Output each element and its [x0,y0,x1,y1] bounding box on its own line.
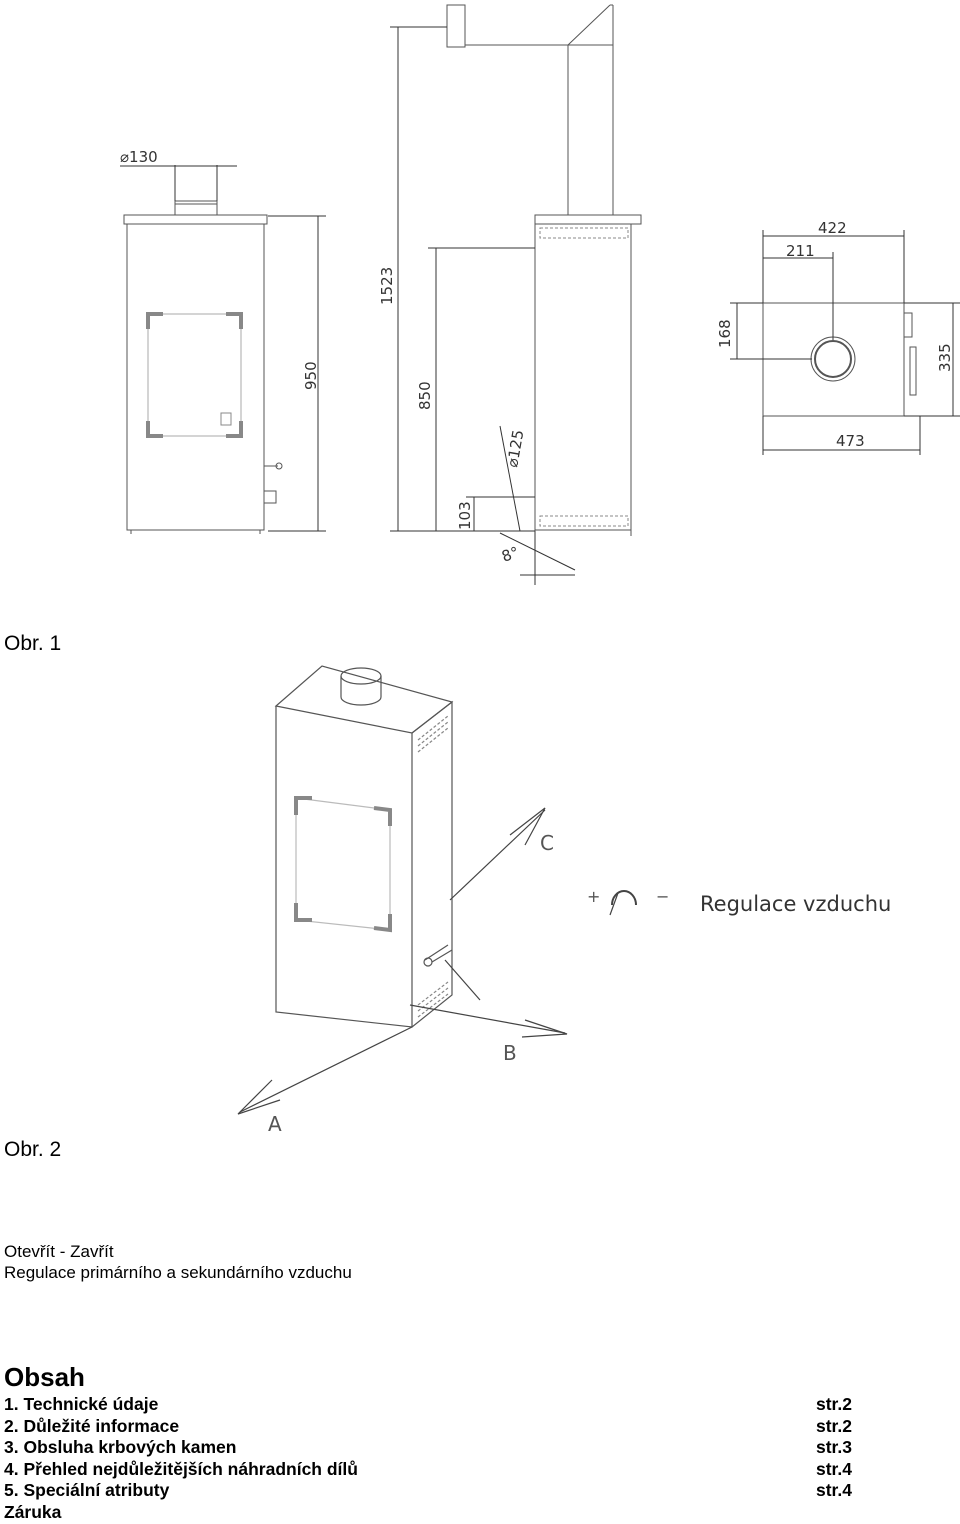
toc-item[interactable]: Záruka [4,1502,864,1524]
toc-item[interactable]: 1. Technické údaje str.2 [4,1394,864,1416]
air-control-label: Regulace vzduchu [700,892,891,916]
toc-item-label: 2. Důležité informace [4,1415,180,1436]
dim-width-center: 211 [786,242,815,260]
toc-item[interactable]: 2. Důležité informace str.2 [4,1416,864,1438]
dim-depth-total: 335 [936,343,954,372]
caption-open-close: Otevřít - Zavřít [4,1242,114,1261]
figure-2-drawing: C B A + − Regulace vzduchu [237,665,891,1136]
dim-flue-diameter: ⌀130 [120,148,158,166]
figure-1-label: Obr. 1 [4,632,62,655]
axis-c-label: C [540,831,554,855]
caption-air-regulation: Regulace primárního a sekundárního vzduc… [4,1263,352,1282]
toc-item[interactable]: 4. Přehled nejdůležitějších náhradních d… [4,1459,864,1481]
toc-item-label: 5. Speciální atributy [4,1480,170,1501]
toc-item-page: str.2 [816,1394,852,1414]
toc-item-label: 3. Obsluha krbových kamen [4,1437,237,1458]
dim-width-base: 473 [836,432,865,450]
axis-b-label: B [503,1041,517,1065]
toc-item-page: str.4 [816,1458,852,1479]
toc-item-page: str.3 [816,1437,852,1458]
toc-item[interactable]: 3. Obsluha krbových kamen str.3 [4,1437,864,1459]
toc-item-label: 4. Přehled nejdůležitějších náhradních d… [4,1458,358,1479]
dim-width-total: 422 [818,219,847,237]
toc-item[interactable]: 5. Speciální atributy str.4 [4,1480,864,1502]
toc-item-page: str.2 [816,1415,852,1436]
figure-2-label: Obr. 2 [4,1138,62,1161]
toc-item-label: 1. Technické údaje [4,1394,159,1414]
toc-title: Obsah [4,1362,85,1392]
dim-angle: 8° [499,543,521,566]
toc-item-page: str.4 [816,1480,852,1501]
toc-item-label: Záruka [4,1501,62,1522]
figure-1-drawing: ⌀130 950 1523 850 ⌀125 103 8° 422 211 16… [120,4,960,585]
dim-height-outlet: 850 [416,381,434,410]
toc-list: 1. Technické údaje str.2 2. Důležité inf… [4,1394,864,1524]
front-view [123,200,283,534]
minus-sign: − [656,887,669,906]
side-view [446,4,642,536]
dim-depth-center: 168 [716,319,734,348]
axis-a-label: A [268,1112,282,1136]
dim-height-total: 1523 [378,267,396,305]
dim-height-body: 950 [302,361,320,390]
plus-sign: + [587,887,600,906]
dim-height-inlet: 103 [456,501,474,530]
dim-outlet-diameter: ⌀125 [503,428,527,468]
